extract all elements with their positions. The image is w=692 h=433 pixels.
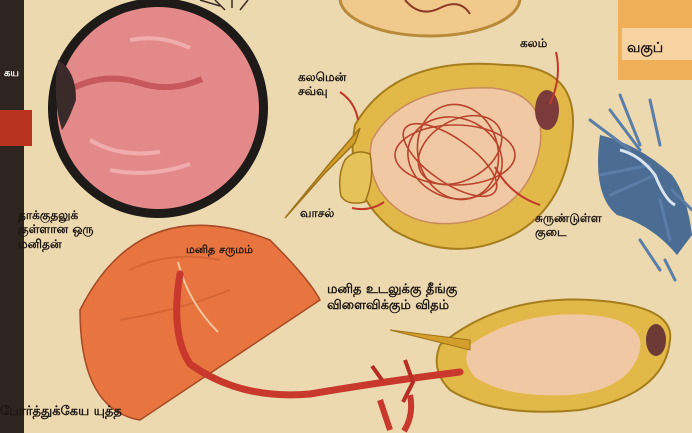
label-bottom-text: போர்த்துக்கேய யுத்த: [0, 404, 122, 420]
discharged-nucleus: [646, 324, 666, 356]
label-harm-method: மனித உடலுக்கு தீங்கு விளைவிக்கும் விதம்: [327, 282, 457, 313]
label-affected-person: தாக்குதலுக் குள்ளான ஒரு மனிதன்: [18, 208, 94, 251]
operculum: [340, 152, 372, 203]
label-side-text: கய: [4, 68, 19, 80]
left-red-strip: [0, 110, 32, 146]
label-surundulla-kudai: சுருண்டுள்ள குடை: [535, 211, 602, 240]
label-vasal: வாசல்: [300, 206, 334, 220]
label-header-fragment: வகுப்: [627, 40, 663, 57]
label-kalam: கலம்: [520, 36, 547, 50]
label-kalamen-savvu: கலமென் சவ்வு: [298, 70, 346, 99]
label-human-skin: மனித சருமம்: [186, 243, 253, 256]
nucleus: [535, 90, 559, 130]
